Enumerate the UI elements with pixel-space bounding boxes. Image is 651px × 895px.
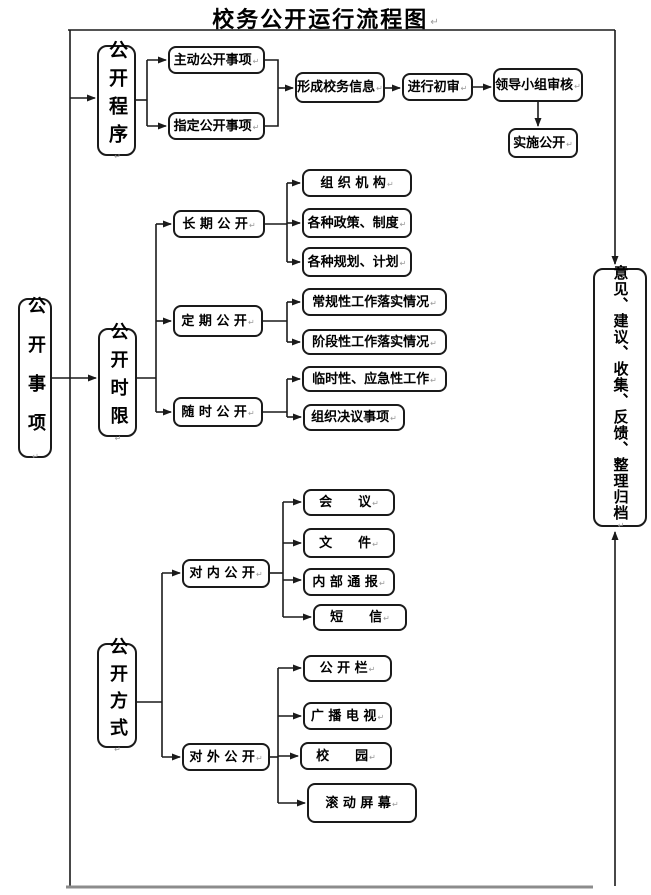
node-internal-report: 内 部 通 报: [303, 568, 395, 596]
node-policies: 各种政策、制度: [302, 208, 412, 238]
node-designated-items: 指定公开事项: [168, 112, 265, 140]
procedure-connectors: [70, 56, 542, 130]
node-external-disclosure: 对 外 公 开: [182, 743, 270, 771]
node-open-method: 公开方式: [97, 637, 137, 748]
node-sms: 短 信: [313, 604, 407, 631]
node-broadcast-tv: 广 播 电 视: [303, 702, 392, 730]
node-org-structure: 组 织 机 构: [302, 169, 412, 197]
node-public-board: 公 开 栏: [303, 655, 392, 682]
node-routine-work: 常规性工作落实情况: [302, 288, 447, 316]
node-phase-work: 阶段性工作落实情况: [302, 329, 447, 355]
node-open-items-root: 公开事项: [18, 296, 52, 458]
node-open-procedure: 公开程序: [97, 40, 136, 156]
node-form-info: 形成校务信息: [295, 72, 385, 103]
page-title: 校务公开运行流程图: [0, 2, 651, 34]
node-feedback-collection: 意见、建议、收集、反馈、整理归档: [593, 265, 647, 527]
time-limit-connectors: [52, 179, 302, 421]
method-connectors: [137, 498, 312, 807]
node-scrolling-screen: 滚 动 屏 幕: [307, 783, 417, 823]
node-document: 文 件: [303, 528, 395, 558]
node-proactive-items: 主动公开事项: [168, 46, 265, 74]
node-internal-disclosure: 对 内 公 开: [182, 559, 270, 588]
node-leader-review: 领导小组审核: [493, 68, 583, 102]
node-open-time-limit: 公开时限: [98, 322, 137, 437]
node-plans: 各种规划、计划: [302, 247, 412, 277]
node-meeting: 会 议: [303, 489, 395, 516]
node-resolutions: 组织决议事项: [303, 404, 405, 431]
node-temporary-work: 临时性、应急性工作: [302, 366, 447, 392]
node-anytime: 随 时 公 开: [173, 397, 263, 427]
node-long-term: 长 期 公 开: [173, 210, 265, 238]
frame-lines: [68, 29, 619, 887]
node-periodic: 定 期 公 开: [173, 305, 263, 337]
node-implement: 实施公开: [508, 128, 578, 158]
node-initial-review: 进行初审: [402, 73, 473, 101]
node-campus: 校 园: [300, 742, 392, 770]
